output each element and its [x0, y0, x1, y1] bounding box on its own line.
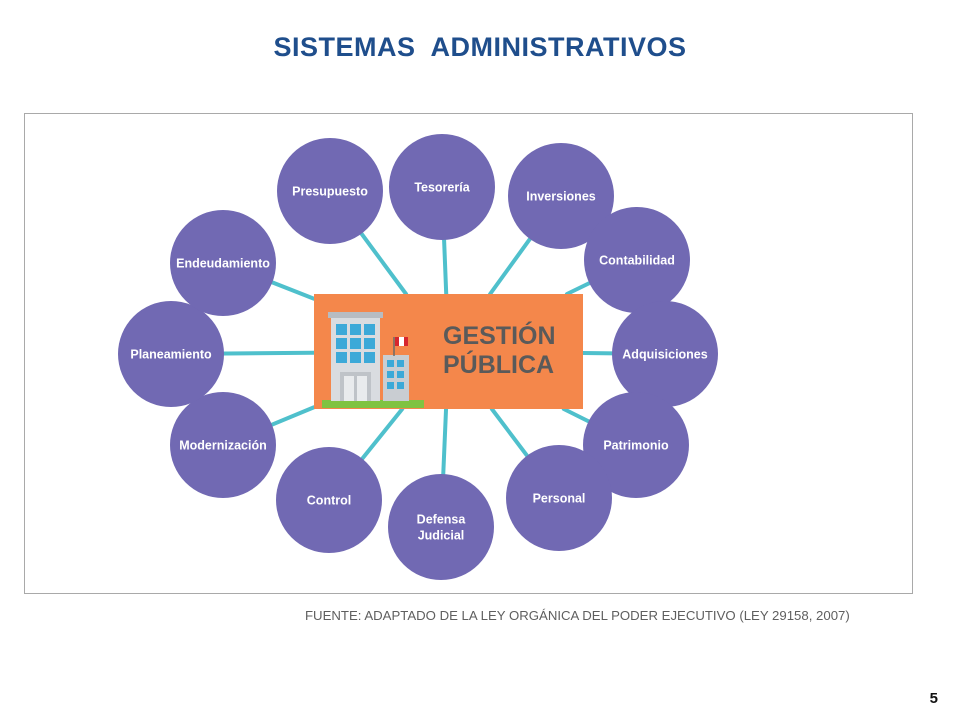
node-circle [170, 392, 276, 498]
node-circle [170, 210, 276, 316]
flag-icon [393, 337, 408, 356]
node-label: Planeamiento [130, 348, 212, 362]
node-circle [388, 474, 494, 580]
node-presupuesto: Presupuesto [277, 138, 383, 244]
building-icon [322, 312, 424, 408]
node-control: Control [276, 447, 382, 553]
node-label: Inversiones [526, 190, 596, 204]
node-circle [612, 301, 718, 407]
node-personal: Personal [506, 445, 612, 551]
node-label: Tesorería [414, 181, 470, 195]
node-modernizacion: Modernización [170, 392, 276, 498]
node-label: Personal [533, 492, 586, 506]
page-number: 5 [929, 690, 938, 707]
node-endeudamiento: Endeudamiento [170, 210, 276, 316]
source-note: FUENTE: ADAPTADO DE LA LEY ORGÁNICA DEL … [305, 608, 850, 623]
node-contabilidad: Contabilidad [584, 207, 690, 313]
node-label: Endeudamiento [176, 257, 270, 271]
node-circle [583, 392, 689, 498]
node-planeamiento: Planeamiento [118, 301, 224, 407]
node-circle [276, 447, 382, 553]
node-patrimonio: Patrimonio [583, 392, 689, 498]
node-tesoreria: Tesorería [389, 134, 495, 240]
nodes: Presupuesto TesoreríaInversionesContabili… [118, 134, 718, 580]
node-label: Adquisiciones [622, 348, 707, 362]
node-circle [118, 301, 224, 407]
node-circle [584, 207, 690, 313]
node-circle [389, 134, 495, 240]
node-label: Contabilidad [599, 254, 675, 268]
node-label: Control [307, 494, 351, 508]
node-label: Presupuesto [292, 185, 368, 199]
node-label: Modernización [179, 439, 267, 453]
node-adquisiciones: Adquisiciones [612, 301, 718, 407]
node-label: Patrimonio [603, 439, 669, 453]
slide-title: SISTEMAS ADMINISTRATIVOS [273, 32, 687, 62]
node-inversiones: Inversiones [508, 143, 614, 249]
node-circle [277, 138, 383, 244]
node-circle [506, 445, 612, 551]
node-circle [508, 143, 614, 249]
